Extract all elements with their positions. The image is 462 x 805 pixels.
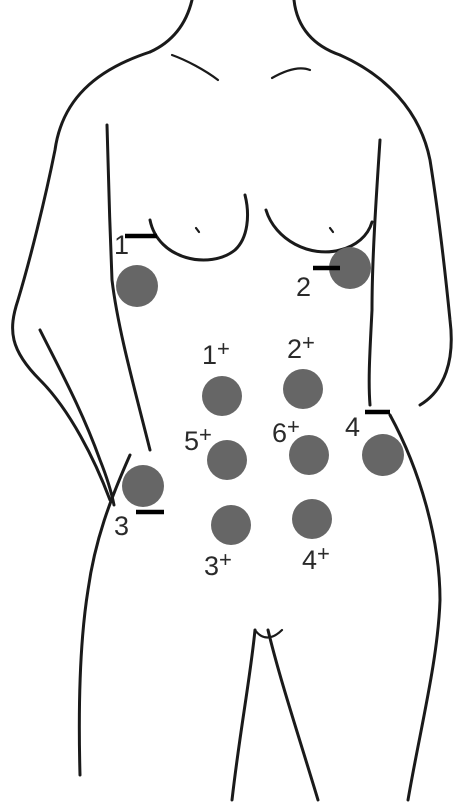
electrode-neg-2: [329, 247, 371, 289]
neck-right: [292, 0, 342, 57]
electrode-pos-3: [211, 505, 251, 545]
label-neg-2: 2: [296, 272, 312, 302]
clavicle-right: [270, 67, 312, 80]
electrode-neg-1: [116, 265, 158, 307]
label-pos-4: 4+: [302, 541, 330, 575]
left-nipple: [194, 226, 201, 234]
right-arm-outer: [338, 53, 453, 407]
right-inner-thigh: [266, 628, 320, 802]
clavicle-left: [170, 53, 220, 82]
left-inner-thigh: [230, 628, 257, 802]
right-breast: [264, 208, 374, 254]
label-neg-1: 1: [114, 230, 130, 260]
electrode-pos-4: [292, 499, 332, 539]
electrode-pos-1: [202, 376, 242, 416]
groin-line: [253, 628, 284, 639]
label-pos-6: 6+: [272, 414, 300, 448]
label-pos-1: 1+: [202, 336, 230, 370]
electrode-pos-6: [289, 435, 329, 475]
left-breast: [148, 193, 249, 262]
left-forearm: [38, 328, 116, 507]
left-hip-leg: [77, 453, 132, 777]
electrode-neg-3: [122, 465, 164, 507]
electrode-pos-5: [207, 440, 247, 480]
electrode-pos-2: [283, 369, 323, 409]
left-arm-inner: [105, 123, 152, 452]
label-pos-2: 2+: [287, 330, 315, 364]
electrode-neg-4: [362, 434, 404, 476]
label-pos-5: 5+: [184, 422, 212, 456]
right-arm-inner: [367, 138, 382, 407]
label-neg-4: 4: [345, 412, 361, 442]
right-hip-leg: [388, 413, 442, 802]
right-nipple: [328, 226, 335, 234]
label-neg-3: 3: [114, 511, 130, 541]
neck-left: [148, 0, 194, 54]
left-arm-outer: [11, 50, 152, 502]
label-pos-3: 3+: [204, 547, 232, 581]
